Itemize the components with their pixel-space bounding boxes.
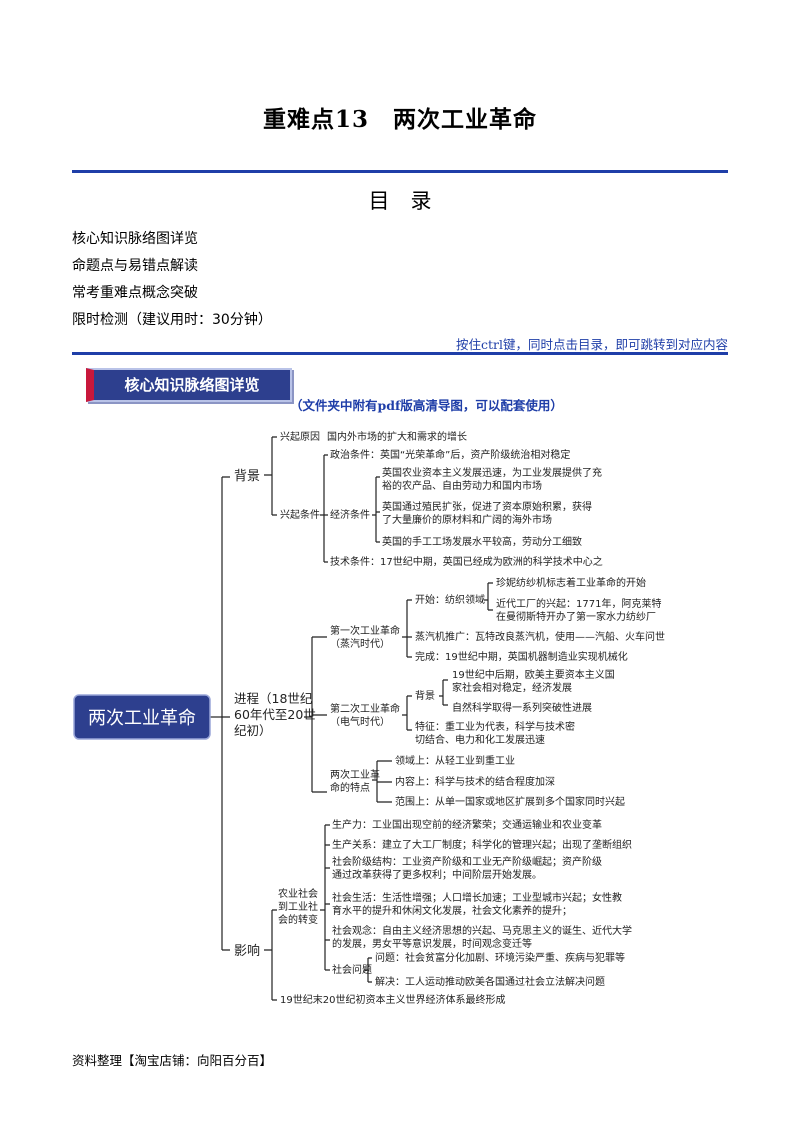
node-r2-bg-1b: 家社会相对稳定，经济发展 — [452, 681, 572, 694]
node-conditions: 兴起条件 — [280, 508, 320, 521]
node-social-problems: 社会问题 — [332, 963, 372, 976]
node-r1-done: 完成：19世纪中期，英国机器制造业实现机械化 — [415, 650, 628, 663]
node-r1-start-2a: 近代工厂的兴起：1771年，阿克莱特 — [496, 597, 661, 610]
root-node: 两次工业革命 — [88, 708, 196, 729]
node-world-economy: 19世纪末20世纪初资本主义世界经济体系最终形成 — [280, 993, 505, 1006]
node-transition-b: 到工业社 — [278, 900, 318, 913]
node-problem: 问题：社会贫富分化加剧、环境污染严重、疾病与犯罪等 — [375, 951, 625, 964]
node-impact-3b: 通过改革获得了更多权利；中间阶层开始发展。 — [332, 868, 542, 881]
branch-background: 背景 — [234, 469, 260, 484]
section-divider — [72, 352, 728, 355]
root-box — [73, 694, 211, 740]
node-r2-title: 第二次工业革命 — [330, 702, 400, 715]
toc-link-knowledge-map[interactable]: 核心知识脉络图详览 — [72, 231, 198, 247]
node-econ-1a: 英国农业资本主义发展迅速，为工业发展提供了充 — [382, 466, 602, 479]
node-solution: 解决：工人运动推动欧美各国通过社会立法解决问题 — [375, 975, 605, 988]
node-r2-sub: （电气时代） — [330, 715, 390, 728]
node-econ-3: 英国的手工工场发展水平较高，劳动分工细致 — [382, 535, 582, 548]
node-political: 政治条件：英国“光荣革命”后，资产阶级统治相对稳定 — [330, 448, 570, 461]
node-r1-title: 第一次工业革命 — [330, 624, 400, 637]
node-cause: 兴起原因 — [280, 431, 320, 443]
node-econ-2b: 了大量廉价的原材料和广阔的海外市场 — [382, 513, 552, 526]
node-impact-3a: 社会阶级结构：工业资产阶级和工业无产阶级崛起；资产阶级 — [332, 855, 602, 868]
node-compare-1: 领域上：从轻工业到重工业 — [395, 754, 515, 767]
node-tech: 技术条件：17世纪中期，英国已经成为欧洲的科学技术中心之 — [330, 555, 603, 568]
node-r2-bg-2: 自然科学取得一系列突破性进展 — [452, 701, 592, 714]
node-impact-4a: 社会生活：生活性增强；人口增长加速；工业型城市兴起；女性教 — [332, 891, 622, 904]
branch-process-c: 纪初） — [234, 723, 272, 738]
branch-process-b: 60年代至20世 — [234, 707, 316, 722]
node-economic: 经济条件 — [330, 508, 370, 521]
node-r2-bg: 背景 — [415, 689, 435, 702]
node-transition-c: 会的转变 — [278, 913, 318, 926]
node-impact-4b: 育水平的提升和休闲文化发展，社会文化素养的提升； — [332, 904, 572, 917]
node-r2-feature-b: 切结合、电力和化工发展迅速 — [415, 733, 545, 746]
node-compare-2: 内容上：科学与技术的结合程度加深 — [395, 775, 555, 788]
node-compare-3: 范围上：从单一国家或地区扩展到多个国家同时兴起 — [395, 795, 625, 808]
toc-link-concepts[interactable]: 常考重难点概念突破 — [72, 285, 198, 301]
section-tag: 核心知识脉络图详览 — [86, 368, 292, 402]
section-note: （文件夹中附有pdf版高清导图，可以配套使用） — [290, 398, 563, 413]
node-r1-start-1: 珍妮纺纱机标志着工业革命的开始 — [496, 576, 646, 589]
branch-process-a: 进程（18世纪 — [234, 691, 313, 706]
node-impact-5b: 的发展，男女平等意识发展，时间观念变迁等 — [332, 937, 532, 950]
node-impact-5a: 社会观念：自由主义经济思想的兴起、马克思主义的诞生、近代大学 — [332, 924, 632, 937]
toc-hint: 按住ctrl键，同时点击目录，即可跳转到对应内容 — [456, 337, 728, 352]
footer-source: 资料整理【淘宝店铺：向阳百分百】 — [72, 1053, 273, 1068]
node-r1-sub: （蒸汽时代） — [330, 637, 390, 650]
page-title: 重难点13 两次工业革命 — [262, 106, 537, 133]
mind-map: 两次工业革命 背景 兴起原因 国内外市场的扩大和需求的增长 兴起条件 政治条件：… — [73, 430, 665, 1006]
toc-heading: 目 录 — [368, 189, 432, 213]
node-r1-spread: 蒸汽机推广：瓦特改良蒸汽机，使用——汽船、火车问世 — [415, 630, 665, 643]
node-econ-2a: 英国通过殖民扩张，促进了资本原始积累，获得 — [382, 500, 592, 513]
node-r2-feature-a: 特征：重工业为代表，科学与技术密 — [415, 720, 575, 733]
node-r1-start-2b: 在曼彻斯特开办了第一家水力纺纱厂 — [496, 610, 656, 623]
branch-impact: 影响 — [234, 943, 260, 959]
node-impact-2: 生产关系：建立了大工厂制度；科学化的管理兴起；出现了垄断组织 — [332, 838, 632, 851]
node-impact-1: 生产力：工业国出现空前的经济繁荣；交通运输业和农业变革 — [332, 818, 602, 831]
node-r2-bg-1a: 19世纪中后期，欧美主要资本主义国 — [452, 668, 615, 681]
toc-link-timed-test[interactable]: 限时检测（建议用时：30分钟） — [72, 312, 272, 328]
node-econ-1b: 裕的农产品、自由劳动力和国内市场 — [382, 479, 542, 492]
toc-link-key-points[interactable]: 命题点与易错点解读 — [72, 258, 198, 274]
node-cause-text: 国内外市场的扩大和需求的增长 — [327, 430, 467, 443]
node-transition-a: 农业社会 — [278, 887, 318, 900]
node-compare-a: 两次工业革 — [330, 768, 380, 781]
node-compare-b: 命的特点 — [330, 781, 370, 794]
node-r1-start: 开始：纺织领域 — [415, 593, 485, 606]
title-divider — [72, 170, 728, 173]
